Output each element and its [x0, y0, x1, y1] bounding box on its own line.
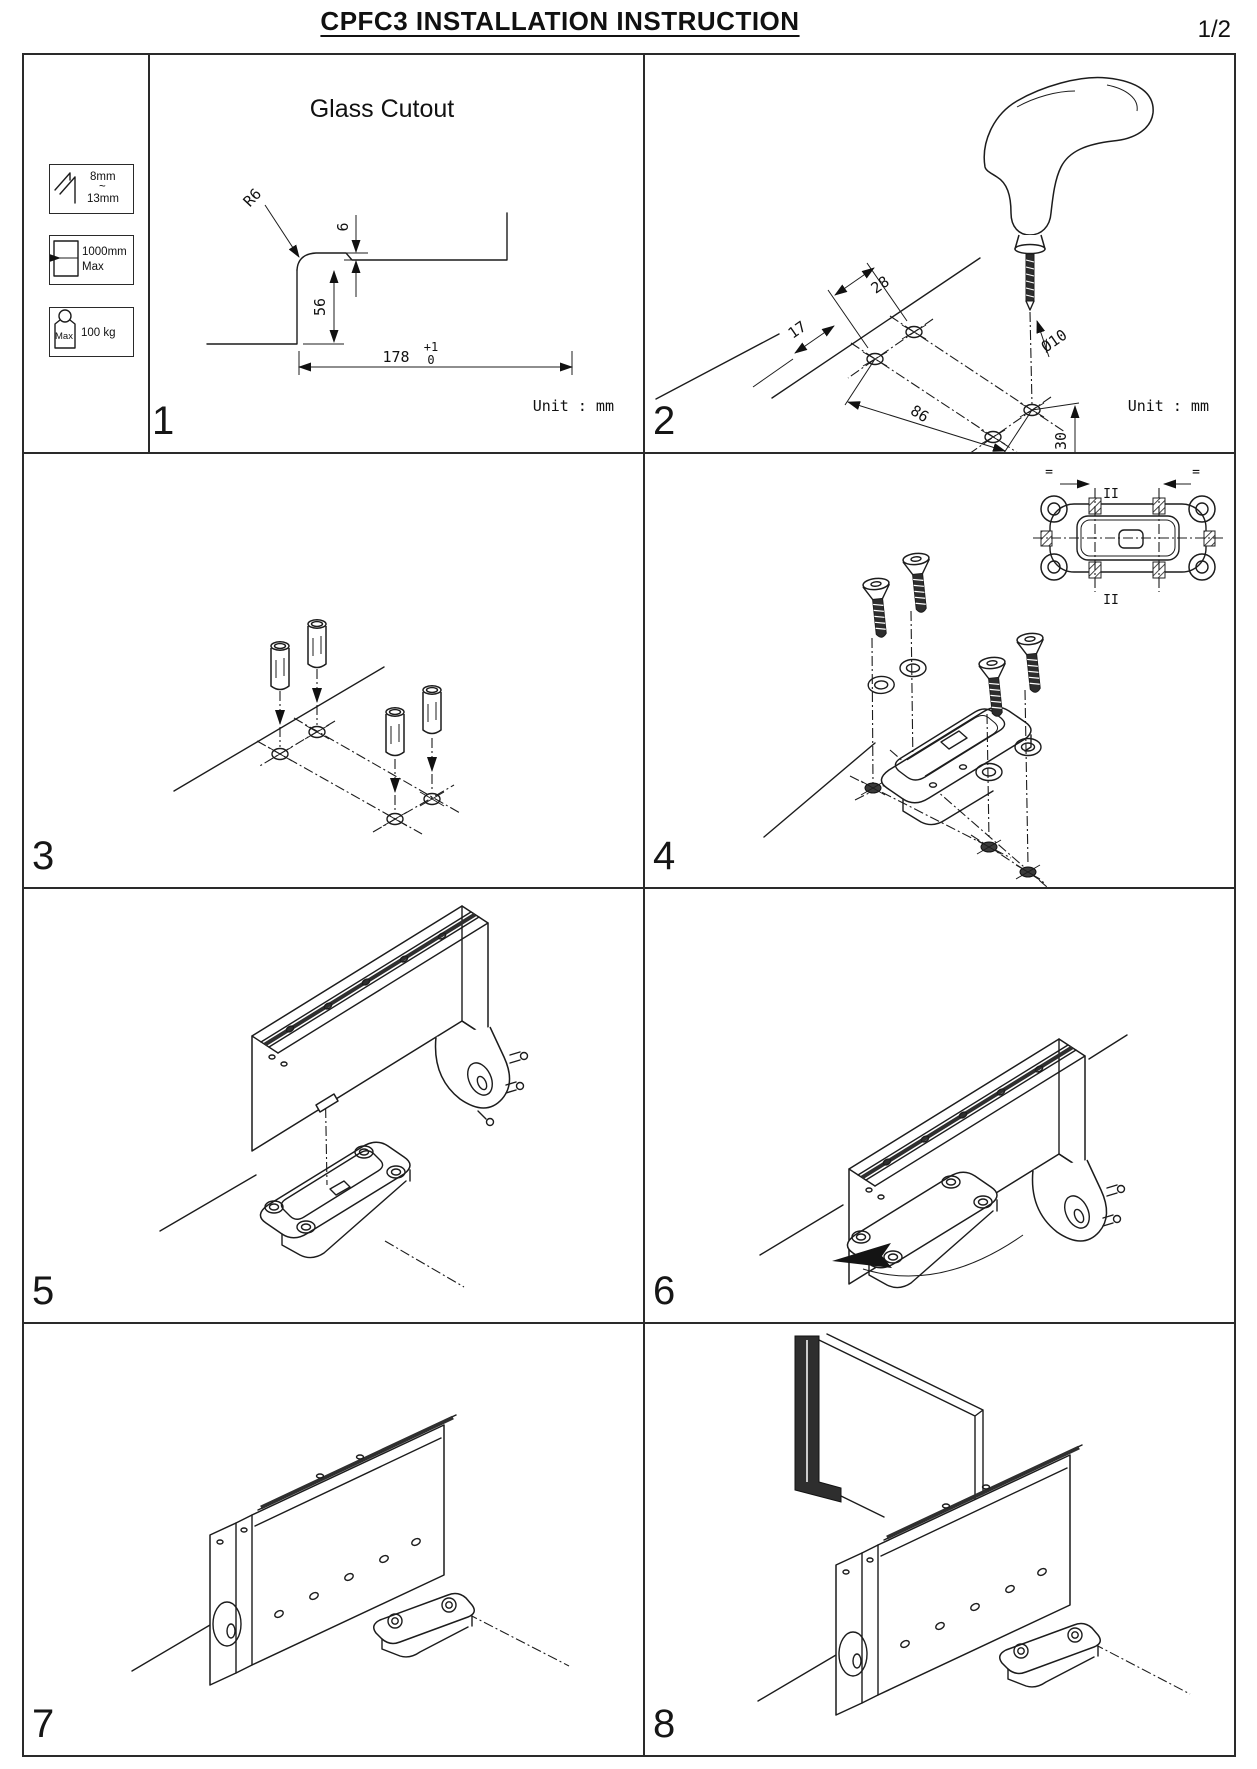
panel-4-fix-base-plate: = = II II	[645, 454, 1234, 887]
unit-note: Unit : mm	[1128, 397, 1209, 415]
panel-number: 5	[32, 1269, 55, 1313]
grid-row-divider-1	[24, 452, 1234, 454]
panel-5-position-body: 5	[24, 889, 643, 1322]
svg-text:86: 86	[907, 401, 932, 426]
svg-text:56: 56	[311, 298, 329, 316]
glass-thickness-icon: 8mm ~ 13mm	[54, 171, 119, 205]
glass-thickness-iconbox: 8mm ~ 13mm	[49, 164, 134, 214]
body-over-plate-drawing	[159, 905, 529, 1288]
panel-6-slide-body: 6	[645, 889, 1234, 1322]
svg-text:13mm: 13mm	[87, 193, 119, 205]
grid-vertical-divider	[643, 55, 645, 1755]
panel-number: 3	[32, 834, 55, 878]
assembled-drawing	[131, 1414, 570, 1686]
max-weight-iconbox: Max 100 kg	[49, 307, 134, 357]
slide-direction-arrow	[832, 1243, 892, 1268]
svg-text:Ø10: Ø10	[1038, 326, 1071, 356]
door-width-icon: 1000mm Max	[50, 240, 127, 277]
base-plate-top-view: = = II II	[1033, 465, 1223, 608]
svg-text:17: 17	[785, 317, 810, 342]
grid-row-divider-2	[24, 887, 1234, 889]
svg-text:=: =	[1192, 465, 1200, 480]
panel-7-assembled: 7	[24, 1324, 643, 1755]
page-title: CPFC3 INSTALLATION INSTRUCTION	[320, 6, 800, 36]
base-plate-drawing: = = II II	[763, 465, 1223, 887]
panel-1-glass-cutout: Glass Cutout R6 6 56 178	[148, 55, 643, 452]
glass-cutout-drawing: Glass Cutout R6 6 56 178	[206, 95, 614, 415]
svg-text:100 kg: 100 kg	[81, 327, 116, 339]
svg-text:+1: +1	[424, 340, 438, 354]
panel-8-insert-glass: 8	[645, 1324, 1234, 1755]
panel-number: 7	[32, 1702, 55, 1746]
max-weight-icon: Max 100 kg	[54, 309, 116, 349]
svg-text:6: 6	[334, 222, 352, 231]
sheet-frame: 8mm ~ 13mm 1000mm Max Max	[22, 53, 1236, 1757]
door-width-iconbox: 1000mm Max	[49, 235, 134, 285]
panel-number: 8	[653, 1702, 676, 1746]
svg-text:II: II	[1103, 593, 1119, 608]
page-number: 1/2	[1197, 16, 1231, 43]
panel-number: 1	[152, 399, 175, 443]
anchors-drawing	[173, 619, 461, 835]
svg-text:30: 30	[1052, 432, 1070, 450]
drilling-drawing: 28 17 86 Ø10 30 Unit : mm	[655, 76, 1209, 452]
icon-column-divider	[148, 55, 150, 452]
slide-body-drawing	[759, 1034, 1128, 1289]
svg-text:178: 178	[382, 348, 409, 366]
panel-number: 2	[653, 399, 676, 443]
panel-3-insert-anchors: 3	[24, 454, 643, 887]
svg-text:R6: R6	[240, 185, 265, 210]
svg-text:8mm: 8mm	[90, 171, 116, 183]
unit-note: Unit : mm	[533, 397, 614, 415]
panel-1-icon-column: 8mm ~ 13mm 1000mm Max Max	[24, 55, 148, 452]
svg-text:~: ~	[99, 181, 106, 193]
panel-2-drilling: 28 17 86 Ø10 30 Unit : mm 2	[645, 55, 1234, 452]
svg-text:0: 0	[427, 353, 434, 367]
panel-number: 6	[653, 1269, 676, 1313]
svg-text:1000mm: 1000mm	[82, 246, 127, 258]
svg-text:Max: Max	[55, 331, 73, 342]
cover-profile	[794, 1335, 842, 1503]
glass-panel	[794, 1333, 984, 1518]
svg-text:28: 28	[868, 272, 893, 297]
panel-number: 4	[653, 834, 676, 878]
svg-text:II: II	[1103, 487, 1119, 502]
glass-cutout-title: Glass Cutout	[310, 95, 455, 123]
grid-row-divider-3	[24, 1322, 1234, 1324]
insert-glass-drawing	[757, 1333, 1191, 1716]
svg-text:=: =	[1045, 465, 1053, 480]
svg-text:Max: Max	[82, 261, 104, 273]
